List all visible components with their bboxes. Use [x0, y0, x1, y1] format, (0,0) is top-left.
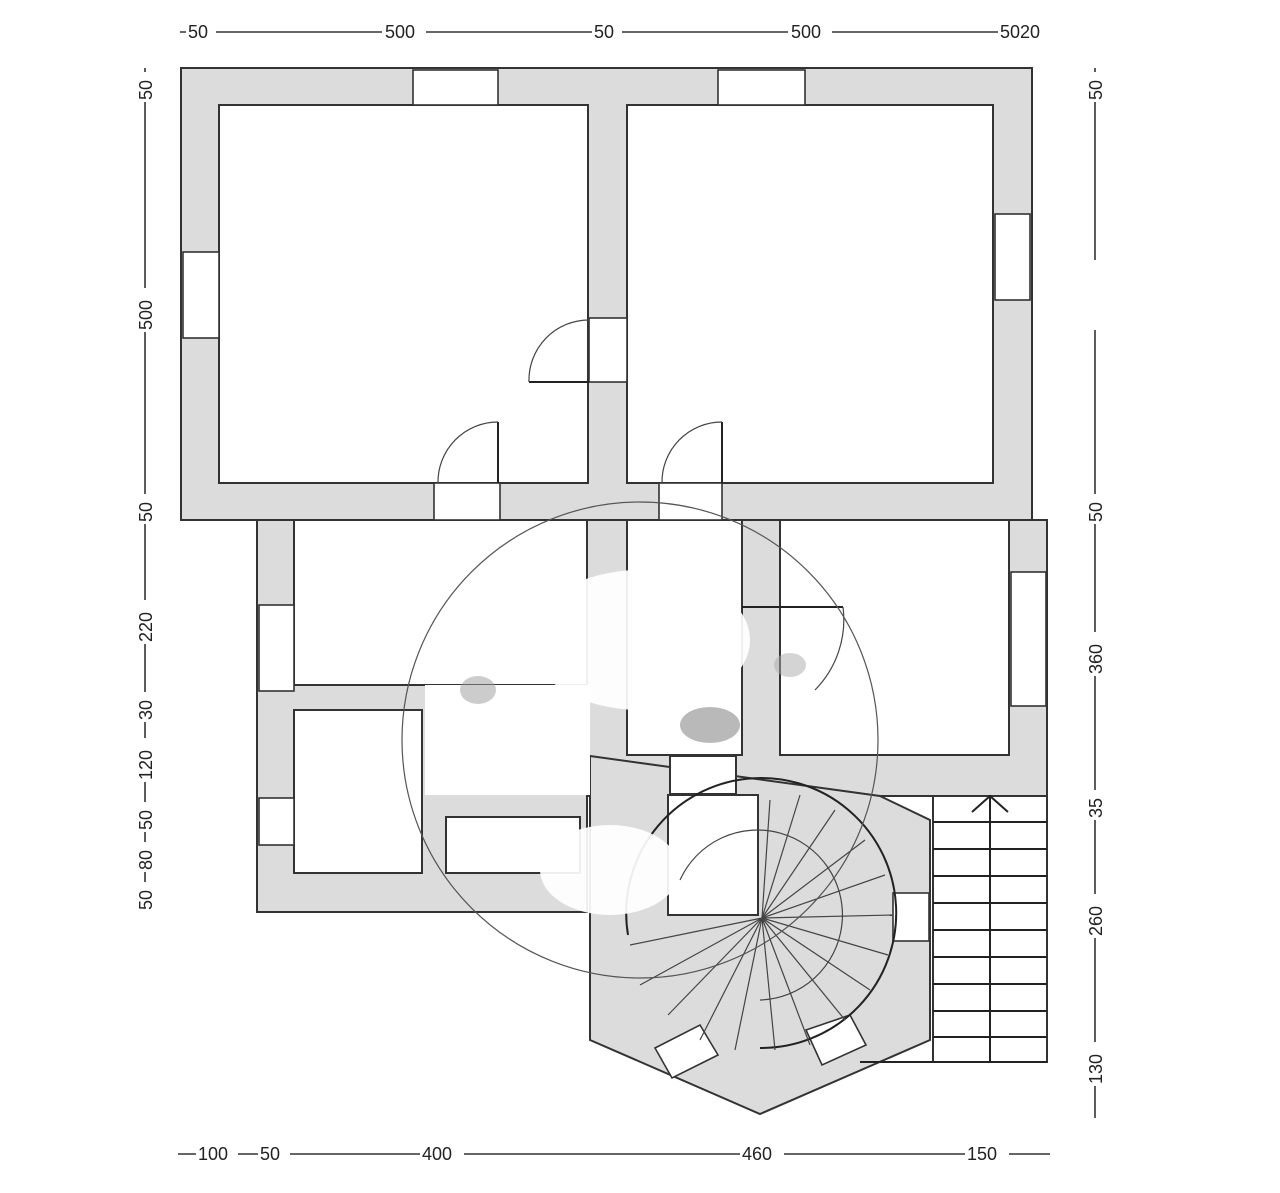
svg-text:500: 500: [136, 300, 156, 330]
room-bottom-left: [293, 709, 423, 874]
svg-text:460: 460: [742, 1144, 772, 1164]
window-right-2: [1010, 571, 1047, 707]
svg-text:50: 50: [1086, 502, 1106, 522]
svg-text:35: 35: [1086, 798, 1106, 818]
small-room: [669, 755, 737, 795]
straight-stair: [860, 794, 1048, 1063]
svg-text:220: 220: [136, 612, 156, 642]
window-left-1: [182, 251, 220, 339]
dimension-right: 50 50 360 35 260 130: [1086, 68, 1108, 1118]
overlay-circle: [401, 501, 879, 979]
window-right-1: [994, 213, 1031, 301]
svg-text:50: 50: [136, 890, 156, 910]
svg-text:50: 50: [1086, 80, 1106, 100]
window-left-2: [258, 604, 295, 692]
svg-text:50: 50: [188, 22, 208, 42]
window-left-3: [258, 797, 295, 846]
windows: [182, 69, 1047, 1080]
svg-text:50: 50: [594, 22, 614, 42]
room-top-right: [626, 104, 994, 484]
svg-text:30: 30: [136, 700, 156, 720]
window-top-2: [717, 69, 806, 106]
rooms: [218, 104, 1010, 916]
svg-text:130: 130: [1086, 1054, 1106, 1084]
window-stair-right: [892, 892, 930, 942]
doors: [433, 317, 845, 691]
dimension-top: 50 500 50 500 5020: [180, 20, 1054, 44]
svg-text:100: 100: [198, 1144, 228, 1164]
blurred-region: [460, 570, 806, 915]
window-stair-right2: [804, 1014, 868, 1067]
svg-text:500: 500: [791, 22, 821, 42]
svg-text:360: 360: [1086, 644, 1106, 674]
svg-text:80: 80: [136, 850, 156, 870]
svg-text:50: 50: [136, 80, 156, 100]
room-mid-right: [779, 519, 1010, 756]
arrow-up-icon: [971, 794, 1009, 813]
svg-text:260: 260: [1086, 906, 1106, 936]
svg-text:120: 120: [136, 750, 156, 780]
room-top-left: [218, 104, 589, 484]
dimension-left: 50 500 50 220 30 120 50 80 50: [136, 68, 158, 912]
dimension-bottom: 100 50 400 460 150: [178, 1142, 1050, 1166]
svg-text:50: 50: [136, 810, 156, 830]
corridor: [425, 685, 590, 795]
svg-text:500: 500: [385, 22, 415, 42]
window-stair-left: [653, 1023, 720, 1080]
svg-text:5020: 5020: [1000, 22, 1040, 42]
stair-landing: [667, 794, 759, 916]
svg-text:400: 400: [422, 1144, 452, 1164]
svg-text:50: 50: [260, 1144, 280, 1164]
window-top-1: [412, 69, 499, 106]
svg-text:50: 50: [136, 502, 156, 522]
spiral-stair: [625, 777, 898, 1051]
svg-text:150: 150: [967, 1144, 997, 1164]
